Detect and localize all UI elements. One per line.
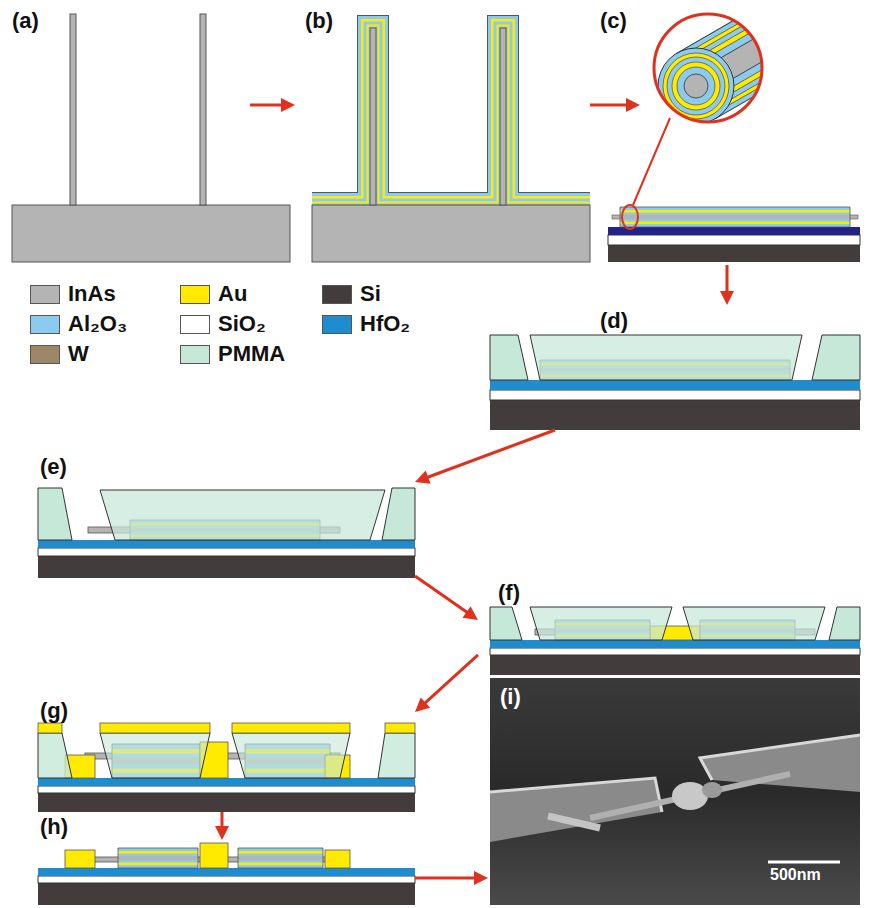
panel-label: (a) — [12, 10, 39, 32]
panel-g-drawing — [38, 723, 415, 812]
panel-label: (c) — [600, 10, 627, 32]
process-arrow — [720, 265, 734, 305]
process-arrow — [250, 98, 295, 112]
legend-swatch — [180, 285, 210, 304]
legend-label: HfO₂ — [360, 313, 410, 335]
process-panel: (h) — [38, 840, 415, 906]
legend-label: SiO₂ — [218, 313, 266, 335]
legend-swatch — [30, 345, 60, 364]
panel-h-drawing — [38, 843, 415, 905]
scale-label: 500nm — [770, 866, 821, 884]
panel-e-drawing — [38, 488, 415, 578]
process-panel: (f) — [478, 582, 860, 677]
process-panel: (c) — [640, 40, 865, 265]
panel-label: (d) — [600, 310, 628, 332]
process-panel: (a) — [10, 5, 250, 205]
panel-label: (f) — [498, 582, 520, 604]
process-arrow — [415, 871, 488, 885]
panel-c-drawing — [608, 0, 860, 262]
legend-swatch — [30, 315, 60, 334]
process-arrow — [215, 812, 229, 840]
panel-label: (i) — [500, 686, 521, 708]
process-arrow — [415, 430, 555, 484]
panel-label: (g) — [40, 700, 68, 722]
process-panel: (d) — [490, 305, 860, 430]
process-arrow — [590, 98, 640, 112]
process-arrow — [415, 576, 478, 620]
process-arrow — [415, 655, 478, 712]
panel-a-drawing — [12, 14, 290, 262]
legend-label: Au — [218, 283, 247, 305]
process-panel: (b) — [295, 5, 590, 205]
process-panel: (e) — [38, 482, 415, 578]
legend-swatch — [30, 285, 60, 304]
panel-d-drawing — [490, 335, 860, 430]
panel-label: (b) — [305, 10, 333, 32]
legend-label: W — [68, 343, 89, 365]
legend-label: InAs — [68, 283, 116, 305]
legend-swatch — [322, 315, 352, 334]
panel-b-drawing — [305, 28, 597, 265]
sem-image — [490, 678, 860, 905]
panel-label: (e) — [40, 456, 67, 478]
legend-swatch — [180, 315, 210, 334]
legend-swatch — [180, 345, 210, 364]
legend-swatch — [322, 285, 352, 304]
legend-label: Al₂O₃ — [68, 313, 127, 335]
process-panel: (g) — [38, 700, 415, 812]
legend-label: PMMA — [218, 343, 285, 365]
panel-label: (h) — [40, 816, 68, 838]
panel-f-drawing — [490, 607, 860, 675]
legend-label: Si — [360, 283, 381, 305]
